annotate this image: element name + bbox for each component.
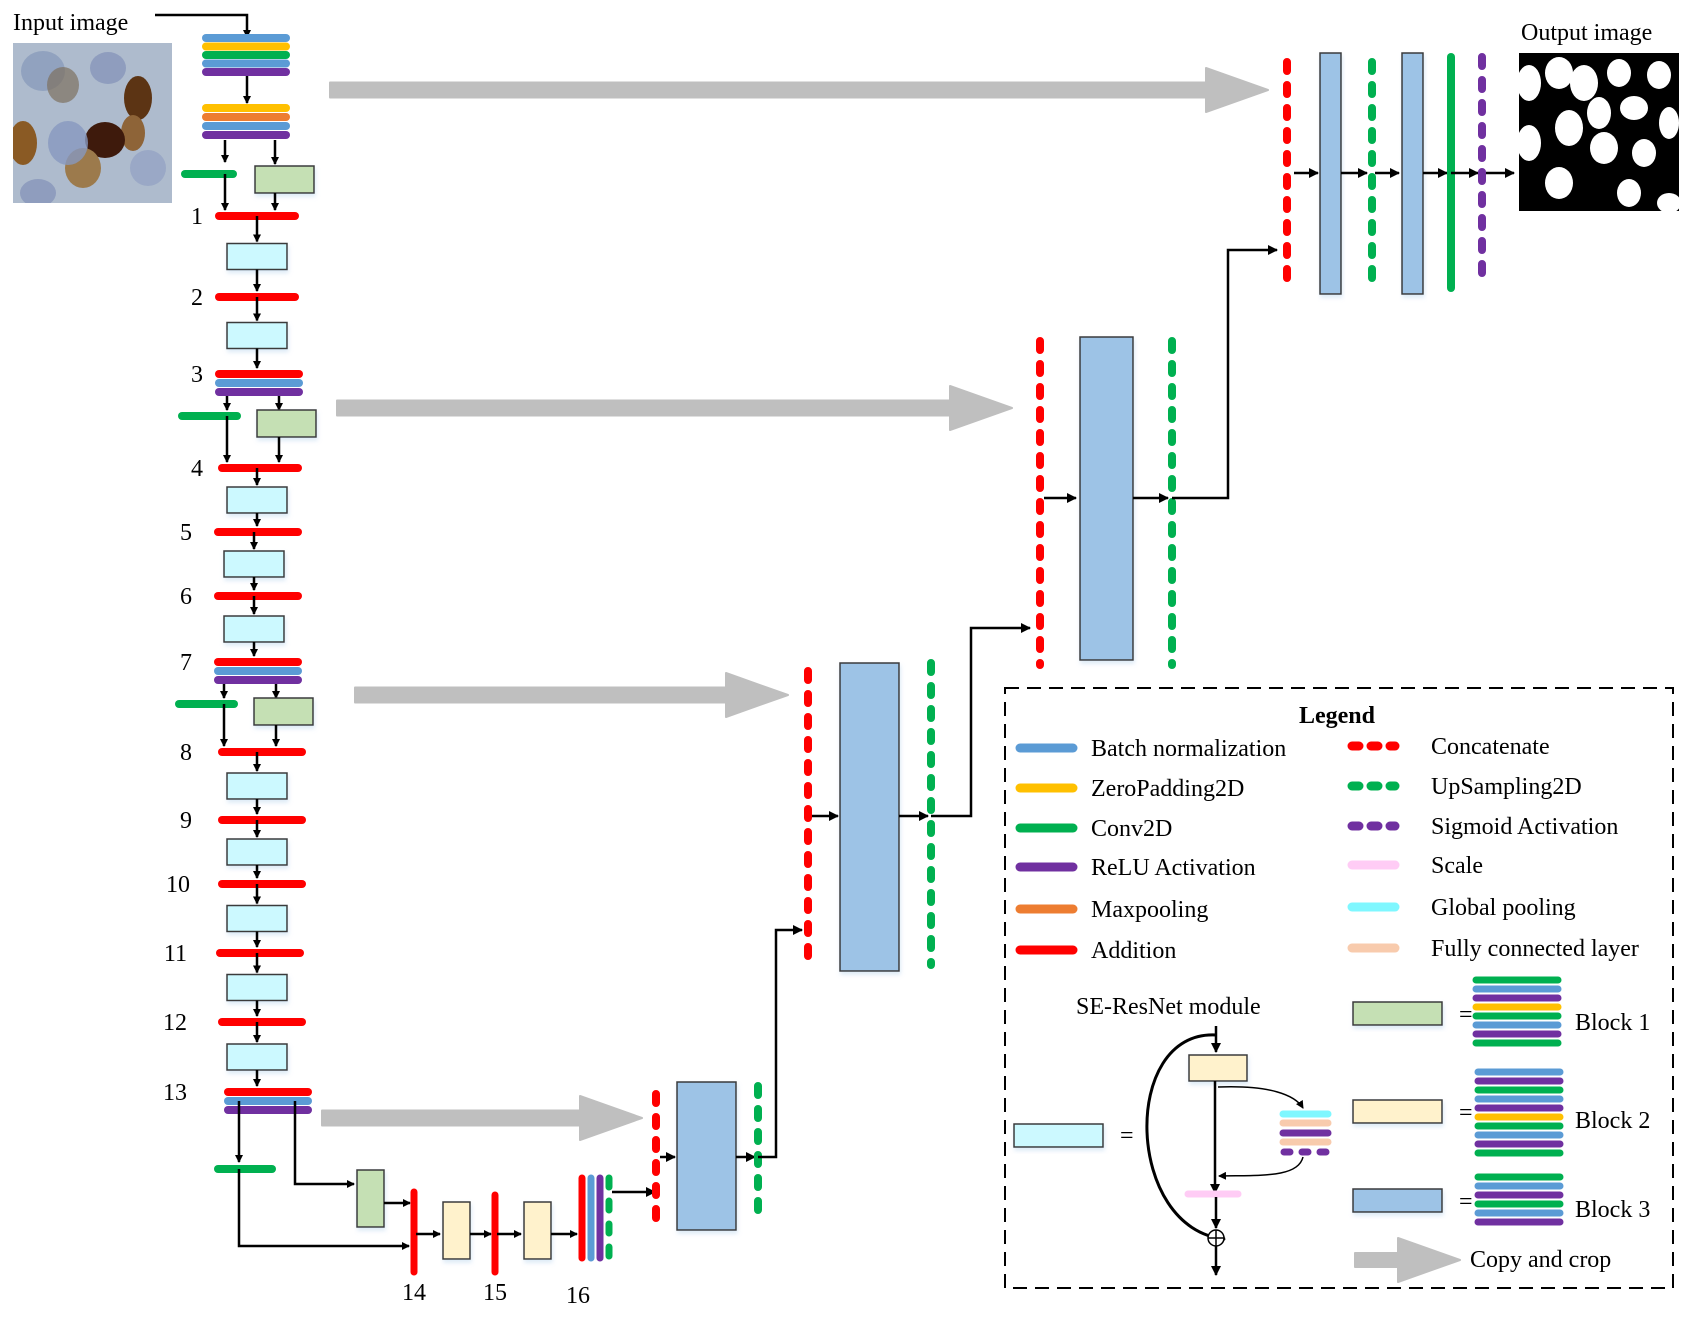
block2-box (1188, 1054, 1248, 1082)
shortcut-arrow (237, 1169, 410, 1250)
se-resnet-box (226, 838, 288, 866)
block-def-label-3: Block 3 (1575, 1197, 1650, 1223)
stage-label-13: 13 (163, 1080, 187, 1106)
legend-label: Global pooling (1431, 895, 1576, 921)
output-image-label: Output image (1521, 20, 1652, 46)
copy-crop-legend-label: Copy and crop (1470, 1247, 1611, 1273)
equals-sign: = (1459, 1189, 1473, 1215)
block2-box (523, 1201, 552, 1260)
se-resnet-diagram: = (1013, 1026, 1332, 1276)
legend-label: Maxpooling (1091, 897, 1208, 923)
copy-and-crop-arrows (321, 67, 1269, 1141)
equals-sign: = (1459, 1100, 1473, 1126)
output-image-mask (1519, 53, 1679, 211)
legend-label: Fully connected layer (1431, 936, 1639, 962)
se-resnet-box (226, 242, 288, 271)
legend-title: Legend (1299, 703, 1376, 729)
block3-box (1319, 52, 1342, 295)
input-image-cells (13, 43, 172, 203)
legend-label: Addition (1091, 938, 1176, 964)
equals-sign: = (1120, 1123, 1134, 1149)
legend-label: Concatenate (1431, 734, 1550, 760)
block-definitions: = Block 1 = Block 2 = Block 3 (1352, 976, 1650, 1226)
block-def-box-3 (1352, 1188, 1443, 1213)
flow-arrow (293, 1101, 355, 1188)
stage-label-7: 7 (180, 650, 192, 676)
input-arrow (155, 13, 251, 38)
se-resnet-box-legend (1013, 1123, 1104, 1148)
stage-label-12: 12 (163, 1010, 187, 1036)
flow-arrow (1172, 245, 1278, 500)
legend-label: ZeroPadding2D (1091, 776, 1244, 802)
stage-label-11: 11 (164, 941, 187, 967)
legend-label: Conv2D (1091, 816, 1172, 842)
se-resnet-box (223, 550, 285, 578)
input-image (13, 43, 172, 203)
excitation-arrow (1218, 1156, 1304, 1180)
block-def-box-1 (1352, 1001, 1443, 1026)
block3-box (676, 1081, 737, 1231)
legend-label: Scale (1431, 853, 1483, 879)
bottleneck-path (214, 1101, 656, 1276)
se-resnet-box (226, 1043, 288, 1071)
se-resnet-title: SE-ResNet module (1076, 994, 1261, 1020)
block-def-label-2: Block 2 (1575, 1108, 1650, 1134)
block1-box (356, 1169, 385, 1228)
legend-label: Sigmoid Activation (1431, 814, 1618, 840)
copy-crop-arrow (321, 1095, 643, 1141)
stage-label-16: 16 (566, 1283, 590, 1309)
encoder-path (155, 13, 317, 1114)
stage-label-5: 5 (180, 520, 192, 546)
copy-crop-legend: Copy and crop (1354, 1237, 1611, 1283)
stage-label-2: 2 (191, 285, 203, 311)
block-def-label-1: Block 1 (1575, 1010, 1650, 1036)
stage-label-8: 8 (180, 740, 192, 766)
stage-label-15: 15 (483, 1280, 507, 1306)
block3-box (1079, 336, 1134, 661)
input-image-label: Input image (13, 10, 128, 36)
se-resnet-box (226, 486, 288, 514)
stage-label-4: 4 (191, 456, 203, 482)
legend-label: UpSampling2D (1431, 774, 1582, 800)
se-resnet-box (223, 615, 285, 643)
se-resnet-box (226, 973, 288, 1002)
bottom-stage-labels: 14 15 16 (402, 1280, 590, 1309)
copy-crop-arrow (329, 67, 1269, 113)
block1-box (253, 697, 314, 726)
se-resnet-box (226, 904, 288, 933)
block3-box (839, 662, 900, 972)
stage-label-9: 9 (180, 808, 192, 834)
block3-box (1401, 52, 1424, 295)
block1-box (254, 165, 315, 194)
copy-crop-arrow (336, 385, 1013, 431)
block2-box (442, 1201, 471, 1260)
se-resnet-box (226, 321, 288, 350)
decoder-path (652, 52, 1515, 1231)
legend-label: ReLU Activation (1091, 855, 1256, 881)
block1-box (256, 409, 317, 438)
block-def-box-2 (1352, 1099, 1443, 1124)
stage-label-14: 14 (402, 1280, 426, 1306)
stage-label-6: 6 (180, 584, 192, 610)
legend-border (1004, 687, 1674, 1289)
flow-arrow (931, 623, 1031, 818)
equals-sign: = (1459, 1002, 1473, 1028)
copy-crop-arrow (354, 672, 789, 718)
stage-label-1: 1 (191, 204, 203, 230)
stage-label-3: 3 (191, 362, 203, 388)
stage-label-10: 10 (166, 872, 190, 898)
legend-label: Batch normalization (1091, 736, 1286, 762)
se-resnet-box (226, 772, 288, 800)
flow-arrow (758, 925, 803, 1159)
skip-connection-arrow (1145, 1033, 1226, 1244)
copy-crop-legend-arrow (1354, 1237, 1461, 1283)
output-image (1519, 53, 1679, 211)
squeeze-arrow (1217, 1086, 1304, 1109)
